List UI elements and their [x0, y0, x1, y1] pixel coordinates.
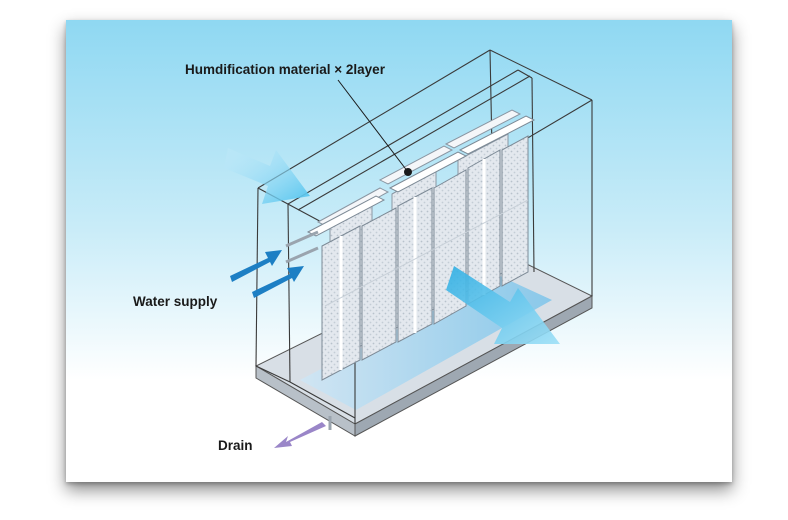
water-supply-label: Water supply: [133, 294, 218, 309]
drain-arrow: [274, 416, 332, 448]
humidification-material-label: Humdification material × 2layer: [185, 62, 385, 77]
airflow-out-arrow: [446, 266, 560, 344]
drain-label: Drain: [218, 438, 253, 453]
media-layer-front: [306, 115, 536, 381]
housing-front-frame: [255, 365, 356, 419]
humidification-leader: [337, 79, 412, 176]
water-pipes: [285, 230, 319, 264]
water-supply-arrow: [230, 250, 304, 298]
airflow-in-arrow: [224, 148, 310, 204]
